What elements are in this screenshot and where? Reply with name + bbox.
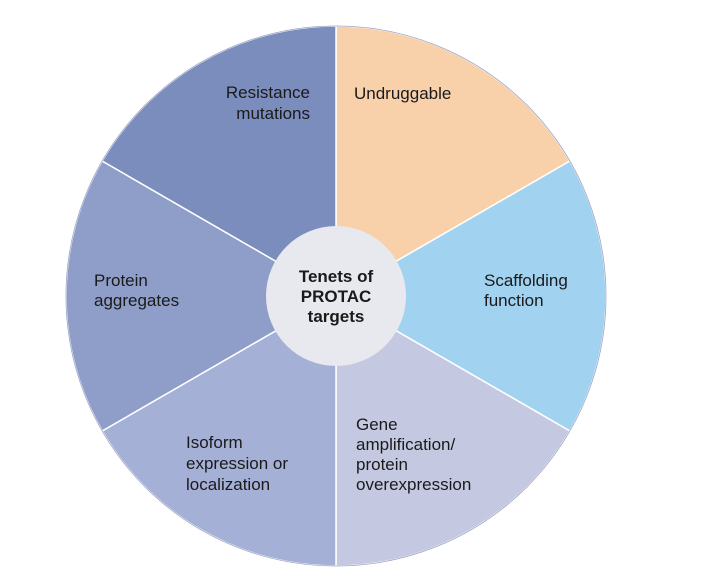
center-title-line: Tenets of — [299, 267, 374, 286]
segment-label-line: Undruggable — [354, 84, 451, 103]
wheel-outline — [65, 25, 607, 567]
segment-label-line: amplification/ — [356, 435, 455, 454]
center-title-line: targets — [308, 307, 365, 326]
segment-label-undruggable: Undruggable — [354, 84, 451, 103]
center-circle — [266, 226, 406, 366]
segment-label-line: Scaffolding — [484, 271, 568, 290]
center-title-line: PROTAC — [301, 287, 372, 306]
segment-label-line: Gene — [356, 415, 398, 434]
segment-label-line: Isoform — [186, 433, 243, 452]
segment-label-line: overexpression — [356, 475, 471, 494]
segment-label-line: Resistance — [226, 83, 310, 102]
segment-label-line: expression or — [186, 454, 288, 473]
segment-label-line: aggregates — [94, 291, 179, 310]
segment-label-line: protein — [356, 455, 408, 474]
segment-label-line: mutations — [236, 104, 310, 123]
segment-label-line: Protein — [94, 271, 148, 290]
segment-label-line: localization — [186, 475, 270, 494]
segment-label-resistance-mutations: Resistance mutations — [226, 83, 310, 123]
segment-label-line: function — [484, 291, 544, 310]
wheel-segments — [65, 25, 607, 567]
segment-label-isoform-expression: Isoform expression or localization — [186, 433, 288, 494]
